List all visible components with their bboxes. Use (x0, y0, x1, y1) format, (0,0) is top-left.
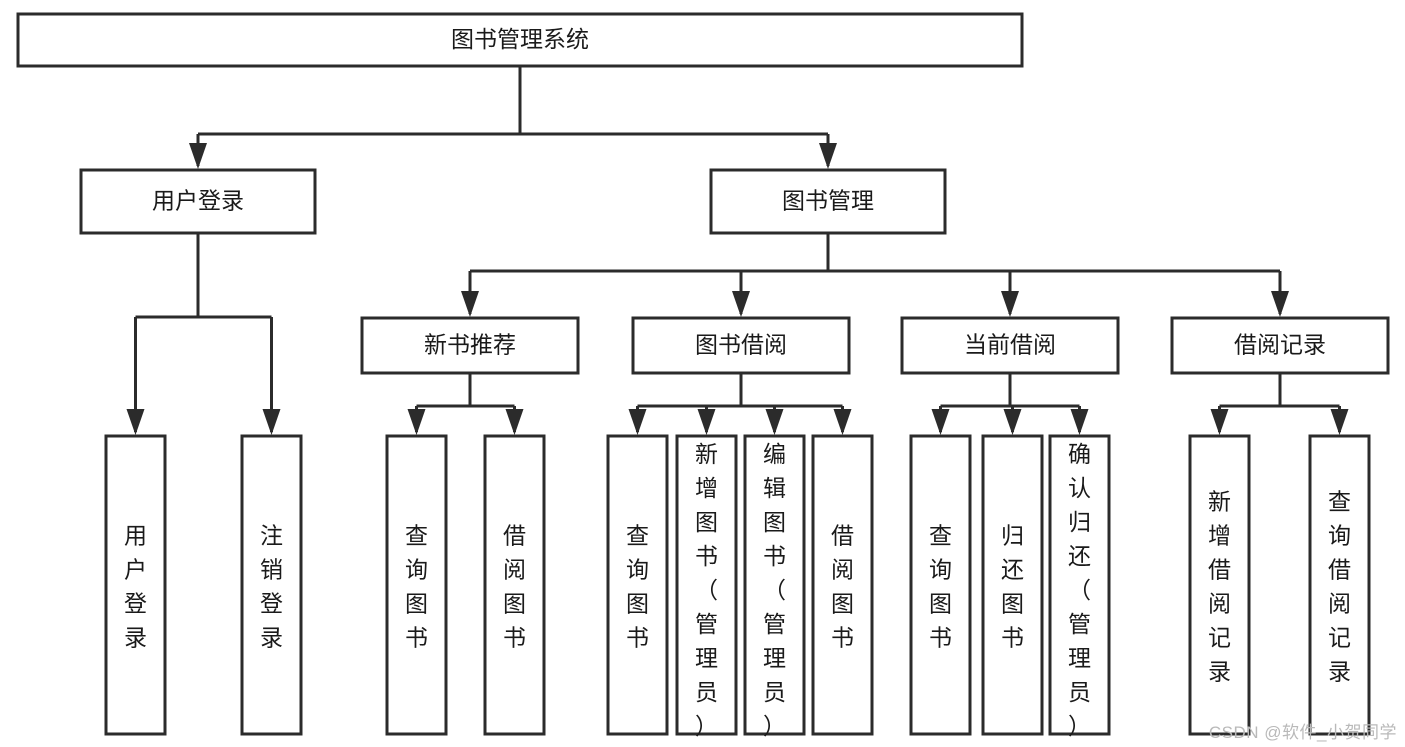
arrow-head-icon (1070, 409, 1089, 435)
node-leaf-record-query-label: 查询借阅记录 (1328, 489, 1351, 685)
arrow-head-icon (931, 409, 950, 435)
node-new-book-rec-label: 新书推荐 (424, 332, 516, 358)
node-leaf-current-return-box[interactable] (981, 434, 1044, 736)
arrow-head-icon (262, 409, 281, 435)
node-leaf-rec-borrow[interactable]: 借阅图书 (483, 434, 546, 736)
node-leaf-current-query[interactable]: 查询图书 (909, 434, 972, 736)
node-leaf-user-login-label: 用户登录 (124, 523, 147, 651)
node-leaf-record-add-label: 新增借阅记录 (1208, 489, 1231, 685)
arrow-head-icon (126, 409, 145, 435)
node-leaf-borrow-lend-box[interactable] (811, 434, 874, 736)
node-book-borrow-box[interactable] (631, 316, 851, 375)
node-current-borrow[interactable]: 当前借阅 (900, 316, 1120, 375)
node-leaf-borrow-edit-box[interactable] (743, 434, 806, 736)
node-leaf-current-confirm-box[interactable] (1048, 434, 1111, 736)
arrow-head-icon (765, 409, 784, 435)
arrow-head-icon (628, 409, 647, 435)
node-new-book-rec-box[interactable] (360, 316, 580, 375)
node-leaf-user-logout-box[interactable] (240, 434, 303, 736)
node-user-login-label: 用户登录 (152, 188, 244, 214)
node-root-label: 图书管理系统 (451, 26, 589, 52)
node-leaf-record-add-box[interactable] (1188, 434, 1251, 736)
arrow-head-icon (1001, 291, 1019, 317)
node-root-box[interactable] (16, 12, 1024, 68)
node-leaf-current-query-box[interactable] (909, 434, 972, 736)
node-leaf-rec-borrow-label: 借阅图书 (503, 523, 526, 651)
arrow-head-icon (697, 409, 716, 435)
node-leaf-borrow-edit[interactable]: 编辑图书（管理员） (743, 434, 806, 739)
arrow-head-icon (1271, 291, 1289, 317)
node-borrow-record-label: 借阅记录 (1234, 332, 1326, 358)
node-leaf-borrow-add-box[interactable] (675, 434, 738, 736)
node-book-manage-label: 图书管理 (782, 188, 874, 214)
arrow-head-icon (461, 291, 479, 317)
arrow-head-icon (1210, 409, 1229, 435)
node-user-login[interactable]: 用户登录 (79, 168, 317, 235)
node-new-book-rec[interactable]: 新书推荐 (360, 316, 580, 375)
nodes-layer: 图书管理系统用户登录图书管理新书推荐图书借阅当前借阅借阅记录用户登录注销登录查询… (16, 12, 1390, 739)
node-leaf-user-login-box[interactable] (104, 434, 167, 736)
arrow-head-icon (732, 291, 750, 317)
node-leaf-user-logout[interactable]: 注销登录 (240, 434, 303, 736)
node-leaf-record-add[interactable]: 新增借阅记录 (1188, 434, 1251, 736)
arrow-head-icon (1330, 409, 1349, 435)
node-leaf-rec-borrow-box[interactable] (483, 434, 546, 736)
node-borrow-record[interactable]: 借阅记录 (1170, 316, 1390, 375)
arrow-head-icon (189, 143, 207, 169)
node-leaf-record-query-box[interactable] (1308, 434, 1371, 736)
node-leaf-borrow-query-label: 查询图书 (626, 523, 649, 651)
node-book-manage-box[interactable] (709, 168, 947, 235)
arrow-head-icon (833, 409, 852, 435)
node-leaf-rec-query[interactable]: 查询图书 (385, 434, 448, 736)
node-leaf-current-confirm[interactable]: 确认归还（管理员） (1048, 434, 1111, 739)
node-book-borrow[interactable]: 图书借阅 (631, 316, 851, 375)
node-leaf-rec-query-label: 查询图书 (405, 523, 428, 651)
node-leaf-current-return-label: 归还图书 (1001, 523, 1024, 651)
node-leaf-current-query-label: 查询图书 (929, 523, 952, 651)
node-leaf-record-query[interactable]: 查询借阅记录 (1308, 434, 1371, 736)
arrow-head-icon (819, 143, 837, 169)
connectors-layer (126, 66, 1349, 435)
node-current-borrow-label: 当前借阅 (964, 332, 1056, 358)
node-leaf-user-logout-label: 注销登录 (260, 523, 283, 651)
node-leaf-borrow-query-box[interactable] (606, 434, 669, 736)
node-leaf-rec-query-box[interactable] (385, 434, 448, 736)
arrow-head-icon (1003, 409, 1022, 435)
node-leaf-borrow-query[interactable]: 查询图书 (606, 434, 669, 736)
arrow-head-icon (407, 409, 426, 435)
arrow-head-icon (505, 409, 524, 435)
node-leaf-borrow-lend-label: 借阅图书 (831, 523, 854, 651)
node-leaf-borrow-add[interactable]: 新增图书（管理员） (675, 434, 738, 739)
node-book-manage[interactable]: 图书管理 (709, 168, 947, 235)
node-book-borrow-label: 图书借阅 (695, 332, 787, 358)
node-leaf-borrow-add-label: 新增图书（管理员） (695, 441, 718, 739)
node-leaf-current-return[interactable]: 归还图书 (981, 434, 1044, 736)
node-borrow-record-box[interactable] (1170, 316, 1390, 375)
node-root[interactable]: 图书管理系统 (16, 12, 1024, 68)
node-leaf-borrow-lend[interactable]: 借阅图书 (811, 434, 874, 736)
node-user-login-box[interactable] (79, 168, 317, 235)
node-leaf-current-confirm-label: 确认归还（管理员） (1068, 441, 1091, 739)
node-current-borrow-box[interactable] (900, 316, 1120, 375)
node-leaf-user-login[interactable]: 用户登录 (104, 434, 167, 736)
node-leaf-borrow-edit-label: 编辑图书（管理员） (763, 441, 786, 739)
